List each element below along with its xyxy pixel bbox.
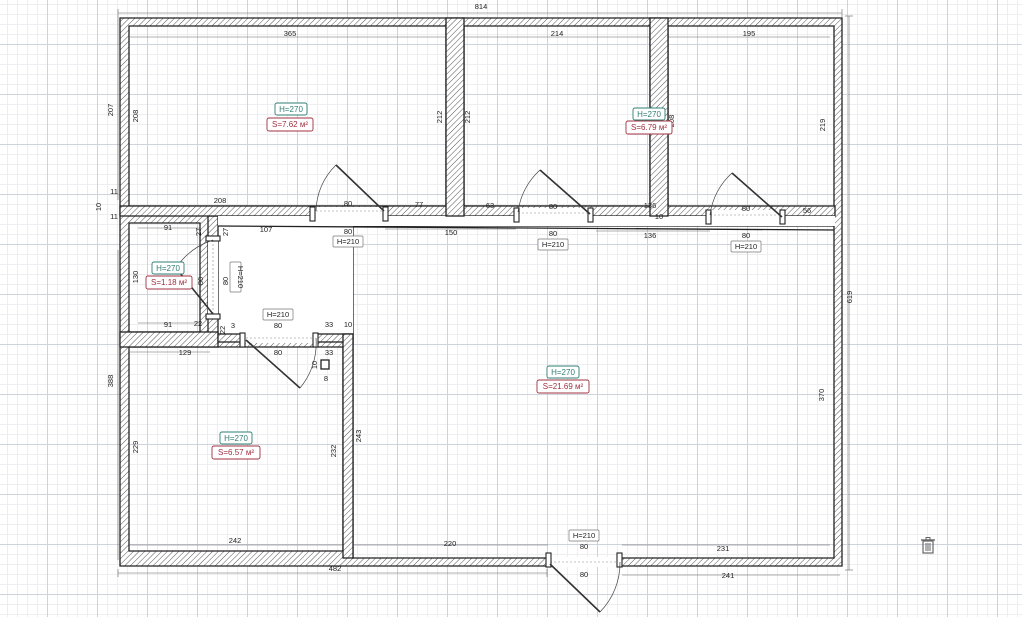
room-area: S=6.79 м² (631, 123, 667, 132)
column (320, 359, 330, 370)
dimension-lines (117, 9, 853, 577)
dim-label: 208 (131, 110, 140, 123)
room-area: S=6.57 м² (218, 448, 254, 457)
doors (175, 164, 786, 613)
door-width: 80 (742, 231, 750, 240)
dim-label: 150 (445, 228, 458, 237)
svg-text:H=210: H=210 (735, 242, 757, 251)
dim-label: 10 (310, 361, 319, 369)
room-label-main[interactable]: H=270 S=21.69 м² (536, 365, 590, 394)
trash-icon[interactable] (920, 536, 936, 554)
dim-label: 219 (818, 119, 827, 132)
dim-label: 10 (655, 212, 663, 221)
door-height-labels: H=210 H=210 H=210 H=210 H=210 H=210 (229, 235, 762, 542)
dim-label: 10 (344, 320, 352, 329)
dim-label: 232 (329, 445, 338, 458)
dim-label: 208 (214, 196, 227, 205)
dim-label: 482 (329, 564, 342, 573)
dim-total-height: 619 (845, 291, 854, 304)
dim-label: 370 (817, 389, 826, 402)
dim-label: 388 (106, 375, 115, 388)
dim-label: 22 (194, 319, 202, 328)
door-width: 80 (196, 277, 205, 285)
room-area: S=1.18 м² (151, 278, 187, 287)
dimension-labels: 814 365 214 195 207 208 212 212 208 219 … (94, 2, 854, 580)
room-height: H=270 (279, 105, 303, 114)
dim-label: 214 (551, 29, 564, 38)
dim-label: 241 (722, 571, 735, 580)
dim-label: 229 (131, 441, 140, 454)
door-height-label: H=210 (262, 308, 294, 321)
room-area: S=7.62 м² (272, 120, 308, 129)
room-height: H=270 (156, 264, 180, 273)
dim-label: 33 (325, 348, 333, 357)
dim-label: 10 (94, 203, 103, 211)
room-area: S=21.69 м² (543, 382, 584, 391)
dim-label: 91 (164, 223, 172, 232)
walls (119, 17, 843, 567)
dim-total-width: 814 (475, 2, 488, 11)
dim-label: 56 (803, 206, 811, 215)
dim-label: 130 (131, 271, 140, 284)
dim-label: 220 (444, 539, 457, 548)
door-width: 80 (549, 229, 557, 238)
dim-label: 243 (354, 430, 363, 443)
dim-label: 195 (743, 29, 756, 38)
door-width: 80 (274, 321, 282, 330)
room-label-top-right[interactable]: H=270 S=6.79 м² (625, 107, 673, 135)
door-height-label: H=210 (730, 240, 762, 253)
svg-text:H=210: H=210 (236, 266, 245, 288)
dim-label: 3 (231, 321, 235, 330)
svg-text:H=210: H=210 (542, 240, 564, 249)
door-width: 80 (549, 202, 557, 211)
dim-label: 8 (324, 374, 328, 383)
dim-label: 129 (179, 348, 192, 357)
dim-label: 231 (717, 544, 730, 553)
door-height-label: H=210 (332, 235, 364, 248)
door-width: 80 (580, 542, 588, 551)
dim-label: 91 (164, 320, 172, 329)
svg-text:H=210: H=210 (573, 531, 595, 540)
dim-label: 63 (486, 201, 494, 210)
door-width: 80 (274, 348, 282, 357)
svg-text:H=210: H=210 (267, 310, 289, 319)
door-width: 80 (221, 277, 230, 285)
dim-label: 242 (229, 536, 242, 545)
dim-label: 365 (284, 29, 297, 38)
room-height: H=270 (224, 434, 248, 443)
dim-label: 22 (218, 326, 227, 334)
dim-label: 107 (260, 225, 273, 234)
svg-text:H=210: H=210 (337, 237, 359, 246)
door-width-labels: 80 80 80 80 80 80 80 80 80 80 80 80 (196, 199, 750, 579)
dim-label: 212 (435, 111, 444, 124)
room-label-small[interactable]: H=270 S=1.18 м² (145, 261, 193, 290)
door-width: 80 (344, 227, 352, 236)
dim-label: 11 (110, 212, 118, 221)
room-height: H=270 (551, 368, 575, 377)
door-width: 80 (344, 199, 352, 208)
dim-label: 27 (221, 228, 230, 236)
room-height: H=270 (637, 110, 661, 119)
dim-label: 11 (110, 187, 118, 196)
door-width: 80 (742, 204, 750, 213)
door-height-label: H=210 (229, 261, 245, 293)
door-width: 80 (580, 570, 588, 579)
dim-label: 212 (463, 111, 472, 124)
dim-label: 77 (415, 200, 423, 209)
door-height-label: H=210 (537, 238, 569, 251)
dim-label: 27 (194, 228, 203, 236)
door-height-label: H=210 (568, 529, 600, 542)
dim-label: 207 (106, 104, 115, 117)
room-label-top-left[interactable]: H=270 S=7.62 м² (266, 102, 314, 132)
room-label-bottom-left[interactable]: H=270 S=6.57 м² (211, 431, 261, 460)
dim-label: 33 (325, 320, 333, 329)
dim-label: 136 (644, 231, 657, 240)
dim-label: 136 (644, 201, 657, 210)
